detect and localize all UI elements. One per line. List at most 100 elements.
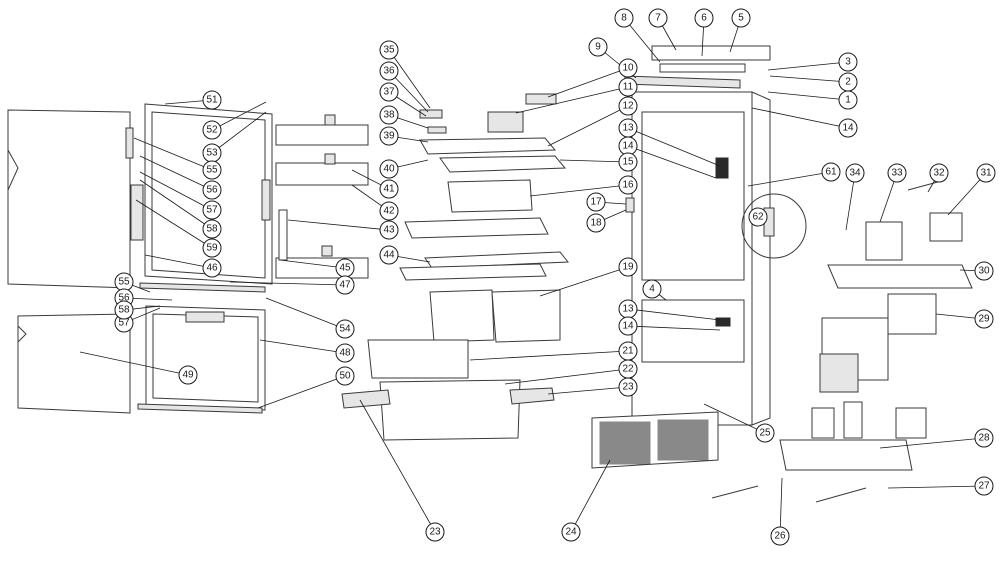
callout-circle — [202, 90, 222, 110]
callout-label: 61 — [825, 167, 837, 178]
callout-27: 27 — [887, 476, 994, 496]
callout-label: 10 — [622, 63, 634, 74]
callout-circle — [114, 300, 134, 320]
callout-circle — [731, 8, 751, 28]
callout-57: 57 — [139, 171, 222, 220]
callout-label: 33 — [891, 168, 903, 179]
leader-line — [879, 437, 985, 449]
leader-line — [139, 179, 213, 230]
leader-line — [139, 155, 213, 191]
callout-circle — [202, 160, 222, 180]
callout-label: 13 — [622, 123, 634, 134]
callout-label: 36 — [383, 66, 395, 77]
callout-circle — [379, 201, 399, 221]
callout-label: 45 — [339, 263, 351, 274]
callout-33: 33 — [879, 163, 907, 223]
callout-circle — [561, 522, 581, 542]
callout-label: 14 — [622, 321, 634, 332]
leader-line — [627, 145, 717, 179]
callout-55: 55 — [133, 137, 222, 180]
callout-label: 18 — [590, 218, 602, 229]
callout-label: 58 — [206, 224, 218, 235]
top-control-panel — [624, 45, 771, 89]
callout-label: 59 — [206, 243, 218, 254]
callout-label: 55 — [118, 277, 130, 288]
callout-circle — [838, 72, 858, 92]
callout-circle — [748, 207, 768, 227]
callout-48: 48 — [259, 339, 355, 363]
callout-29: 29 — [935, 309, 994, 329]
leader-line — [570, 459, 611, 533]
crisper-drawers — [429, 179, 561, 343]
leader-line — [388, 49, 431, 109]
leader-line — [515, 86, 629, 114]
callout-label: 3 — [845, 57, 851, 68]
callout-label: 47 — [339, 280, 351, 291]
leader-line — [135, 199, 213, 249]
lower-door-inner-liner — [145, 305, 266, 411]
callout-label: 39 — [383, 131, 395, 142]
callout-23-2: 23 — [359, 399, 445, 542]
leader-line — [257, 375, 346, 409]
callout-18: 18 — [586, 209, 627, 233]
callout-24: 24 — [561, 459, 611, 542]
callout-circle — [335, 275, 355, 295]
callout-circle — [202, 219, 222, 239]
callout-13-2: 13 — [618, 299, 721, 321]
callout-circle — [929, 163, 949, 183]
leader-line — [259, 339, 346, 354]
callout-circle — [642, 279, 662, 299]
callout-25: 25 — [703, 403, 775, 443]
callout-36: 36 — [379, 61, 429, 113]
leader-line — [887, 485, 985, 489]
callout-43: 43 — [287, 219, 399, 240]
callout-circle — [379, 245, 399, 265]
callout-label: 14 — [842, 123, 854, 134]
leader-line — [504, 368, 629, 385]
callout-circle — [379, 179, 399, 199]
callout-circle — [974, 476, 994, 496]
callout-35: 35 — [379, 40, 431, 109]
callout-circle — [202, 258, 222, 278]
callout-label: 29 — [978, 314, 990, 325]
callout-label: 15 — [622, 157, 634, 168]
shelf-brackets-small-parts — [419, 93, 557, 134]
callout-label: 48 — [339, 348, 351, 359]
callout-31: 31 — [947, 163, 996, 216]
leader-line — [703, 403, 766, 434]
callout-circle — [648, 8, 668, 28]
refrigerator-cabinet — [625, 91, 771, 426]
callout-label: 50 — [339, 371, 351, 382]
door-bottom-trim — [137, 282, 266, 414]
callout-circle — [335, 366, 355, 386]
callout-62: 62 — [748, 207, 768, 227]
callout-label: 12 — [622, 101, 634, 112]
leader-line — [211, 111, 267, 154]
callout-22: 22 — [504, 359, 638, 385]
callout-5: 5 — [729, 8, 751, 53]
leader-line — [265, 297, 346, 330]
leader-line — [144, 254, 213, 269]
callout-50: 50 — [257, 366, 355, 409]
callout-41: 41 — [351, 169, 399, 199]
callout-label: 54 — [339, 324, 351, 335]
callout-label: 19 — [622, 262, 634, 273]
callout-label: 41 — [383, 184, 395, 195]
callout-circle — [425, 522, 445, 542]
callout-circle — [618, 77, 638, 97]
callout-circle — [618, 96, 638, 116]
leader-line — [627, 127, 721, 167]
callout-label: 13 — [622, 304, 634, 315]
callout-label: 34 — [849, 168, 861, 179]
glass-shelves — [399, 137, 570, 281]
callout-circle — [379, 126, 399, 146]
leader-line — [779, 477, 783, 537]
callout-circle — [586, 213, 606, 233]
callout-circle — [379, 61, 399, 81]
callout-circle — [838, 52, 858, 72]
callout-label: 38 — [383, 110, 395, 121]
callout-label: 6 — [701, 13, 707, 24]
callout-label: 56 — [206, 185, 218, 196]
callout-30: 30 — [959, 261, 994, 281]
